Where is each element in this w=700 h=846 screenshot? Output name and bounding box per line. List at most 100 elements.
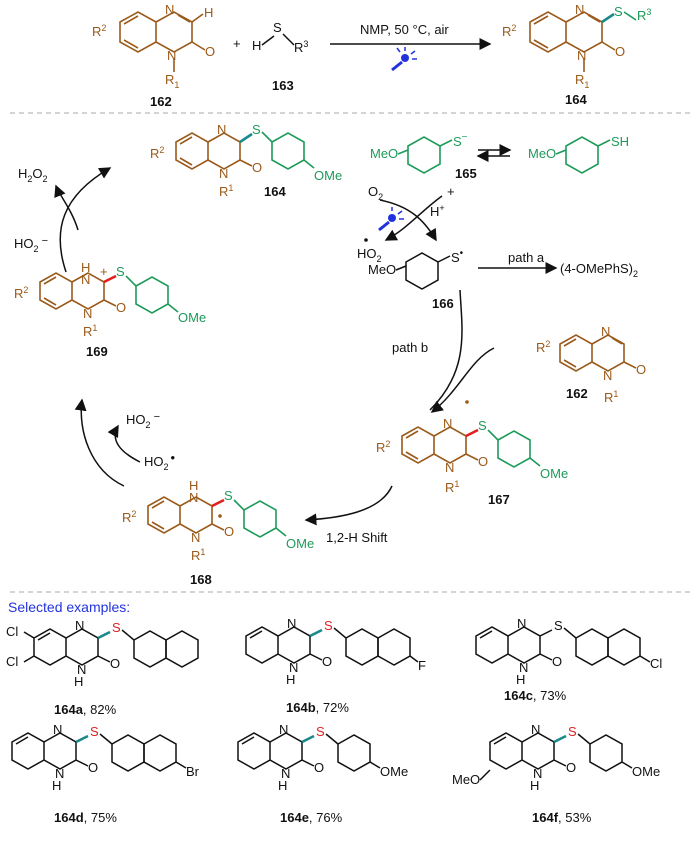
- svg-text:S: S: [90, 724, 99, 739]
- atom-s: S: [252, 122, 261, 137]
- atom-h: H: [252, 38, 261, 53]
- r1-label: R1: [191, 547, 205, 563]
- oxidation-arrow: [107, 424, 141, 463]
- atom-n: N: [219, 166, 228, 181]
- thiyl-radical-166-structure: MeO S•: [368, 248, 464, 290]
- radical-167-structure: N N O R2 R1 S OMe: [376, 400, 568, 495]
- path-b-label: path b: [392, 340, 428, 355]
- meo-label: MeO: [452, 772, 480, 787]
- atom-n: N: [217, 122, 226, 137]
- compound-label-169: 169: [86, 344, 108, 359]
- atom-h: H: [204, 5, 213, 20]
- example-164d-structure: N N H O S Br: [11, 722, 200, 793]
- svg-text:O: O: [566, 760, 576, 775]
- svg-text:Cl: Cl: [650, 656, 662, 671]
- atom-s-anion: S−: [453, 132, 468, 149]
- ome-label: OMe: [286, 536, 314, 551]
- cation-169-structure: H N + N O R2 R1 S OMe: [14, 260, 206, 339]
- example-164f-structure: MeO N N H O S OMe: [452, 722, 660, 793]
- example-164c-label: 164c, 73%: [504, 688, 567, 703]
- meo-label: MeO: [370, 146, 398, 161]
- ho2-minus-label: HO2 −: [126, 411, 160, 430]
- svg-text:H: H: [530, 778, 539, 793]
- r1-label: R1: [165, 72, 179, 90]
- r2-label: R2: [536, 339, 550, 355]
- r1-label: R1: [83, 323, 97, 339]
- compound-label-162: 162: [566, 386, 588, 401]
- svg-text:N: N: [287, 616, 296, 631]
- plus-sign: +: [447, 184, 455, 199]
- svg-text:H: H: [516, 672, 525, 687]
- r1-label: R1: [445, 479, 459, 495]
- svg-text:F: F: [418, 658, 426, 673]
- ome-label: OMe: [314, 168, 342, 183]
- svg-text:N: N: [519, 660, 528, 675]
- svg-text:N: N: [53, 722, 62, 737]
- svg-text:S: S: [316, 724, 325, 739]
- atom-s: S: [614, 4, 623, 19]
- example-164e-structure: N N H O S OMe: [237, 722, 408, 793]
- ome-label: OMe: [178, 310, 206, 325]
- atom-o: O: [478, 454, 488, 469]
- h-shift-arrow: [304, 485, 393, 526]
- svg-text:S: S: [324, 618, 333, 633]
- atom-o: O: [116, 300, 126, 315]
- ho2-minus-label: HO2 −: [14, 235, 48, 254]
- atom-n: N: [601, 324, 610, 339]
- compound-label-166: 166: [432, 296, 454, 311]
- ome-label: OMe: [540, 466, 568, 481]
- svg-text:Cl: Cl: [6, 624, 18, 639]
- atom-n: N: [189, 490, 198, 505]
- r2-label: R2: [150, 145, 164, 161]
- svg-text:H: H: [286, 672, 295, 687]
- radical-dot: [364, 238, 368, 242]
- thiol-163-structure: H S R3: [252, 20, 308, 55]
- svg-text:N: N: [533, 766, 542, 781]
- svg-text:S: S: [112, 620, 121, 635]
- cycle-arrow: [74, 398, 125, 487]
- path-a-label: path a: [508, 250, 545, 265]
- r3-label: R3: [637, 7, 651, 23]
- o2-label: O2: [368, 184, 383, 202]
- r2-label: R2: [92, 23, 106, 39]
- atom-n: N: [443, 416, 452, 431]
- h-shift-label: 1,2-H Shift: [326, 530, 388, 545]
- svg-text:N: N: [517, 616, 526, 631]
- svg-text:N: N: [531, 722, 540, 737]
- svg-text:O: O: [322, 654, 332, 669]
- h2o2-label: H2O2: [18, 166, 48, 184]
- quinoxalinone-162-structure: N N O H R2 R1: [92, 2, 215, 90]
- svg-text:N: N: [75, 618, 84, 633]
- svg-text:N: N: [281, 766, 290, 781]
- ho2-formation-arrow: [384, 195, 443, 241]
- compound-label-167: 167: [488, 492, 510, 507]
- path-b-curve: [429, 289, 463, 411]
- quinoxalinone-162-mech-structure: N N O R2 R1: [536, 324, 646, 405]
- selected-examples-heading: Selected examples:: [8, 599, 130, 615]
- svg-text:O: O: [314, 760, 324, 775]
- r1-label: R1: [604, 389, 618, 405]
- compound-label-165: 165: [455, 166, 477, 181]
- svg-text:H: H: [278, 778, 287, 793]
- atom-n: N: [81, 272, 90, 287]
- example-164f-label: 164f, 53%: [532, 810, 592, 825]
- example-164d-label: 164d, 75%: [54, 810, 117, 825]
- svg-text:N: N: [77, 662, 86, 677]
- cycle-arrow: [59, 167, 112, 273]
- example-164c-structure: N N H O S Cl: [475, 616, 662, 687]
- r2-label: R2: [14, 285, 28, 301]
- light-bulb-icon: [378, 207, 404, 232]
- svg-text:H: H: [74, 674, 83, 689]
- r2-label: R2: [502, 23, 516, 39]
- svg-text:N: N: [279, 722, 288, 737]
- atom-o: O: [615, 44, 625, 59]
- meo-label: MeO: [528, 146, 556, 161]
- atom-nh: H: [189, 478, 198, 493]
- atom-nh: H: [81, 260, 90, 275]
- disulfide-label: (4-OMePhS)2: [560, 261, 638, 279]
- example-164a-label: 164a, 82%: [54, 702, 117, 717]
- r2-label: R2: [122, 509, 136, 525]
- svg-text:S: S: [568, 724, 577, 739]
- ome-label: OMe: [380, 764, 408, 779]
